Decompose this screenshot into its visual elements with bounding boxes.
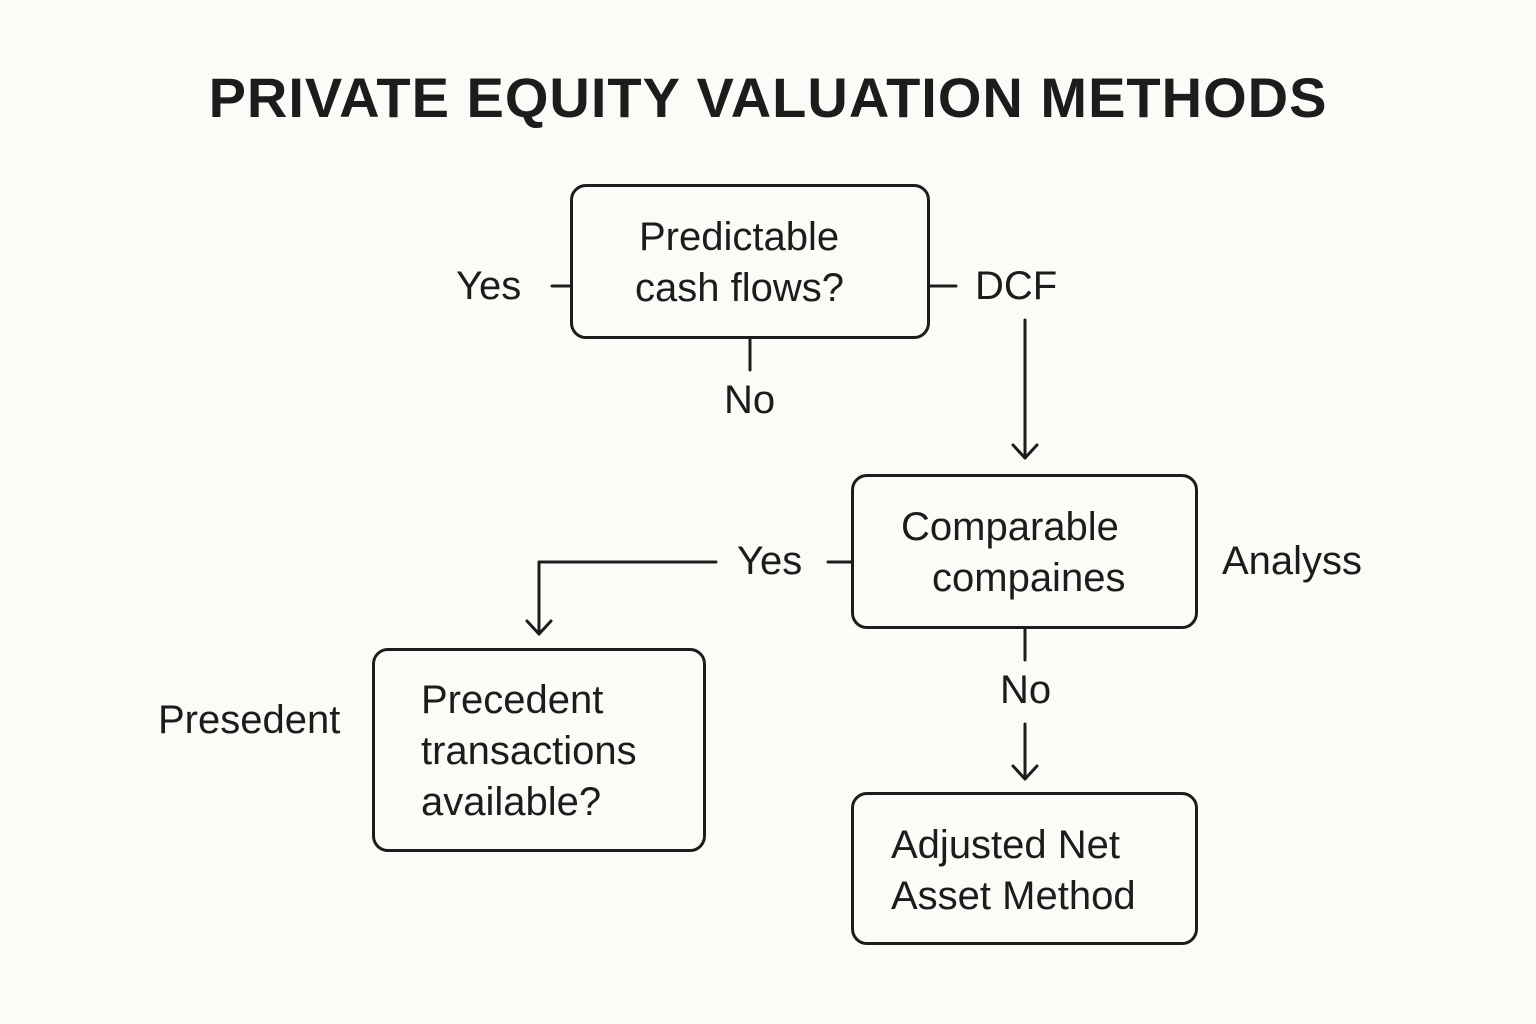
diagram-title: PRIVATE EQUITY VALUATION METHODS [208, 66, 1328, 129]
yes-to-precedent-arrowhead [525, 619, 553, 636]
node-comparable-companies: Comparable compaines [851, 474, 1198, 629]
node-predictable-cash-flows-line1: Predictable [639, 215, 840, 259]
dcf-to-comparable-arrowhead [1011, 443, 1039, 460]
label-presedent: Presedent [158, 698, 341, 742]
node-adjusted-net-asset-method: Adjusted Net Asset Method [851, 792, 1198, 945]
yes-to-precedent-line [537, 560, 718, 636]
label-yes-mid: Yes [737, 539, 803, 583]
label-yes-top: Yes [456, 264, 522, 308]
node-precedent-transactions-line3: available? [421, 780, 602, 824]
node-adjusted-net-asset-method-line1: Adjusted Net [891, 823, 1121, 867]
node-comparable-companies-line1: Comparable [901, 505, 1119, 549]
node-precedent-transactions-line2: transactions [421, 729, 637, 773]
no-to-adjusted-arrowhead [1011, 764, 1039, 781]
label-analysis: Analyss [1222, 539, 1363, 583]
label-no-top: No [724, 378, 776, 422]
node-adjusted-net-asset-method-line2: Asset Method [891, 874, 1136, 918]
node-comparable-companies-line2: compaines [932, 556, 1126, 600]
node-predictable-cash-flows-line2: cash flows? [635, 266, 844, 310]
node-precedent-transactions: Precedent transactions available? [372, 648, 706, 852]
label-no-mid: No [1000, 668, 1052, 712]
label-dcf: DCF [975, 264, 1058, 308]
node-predictable-cash-flows: Predictable cash flows? [570, 184, 930, 339]
node-precedent-transactions-line1: Precedent [421, 678, 604, 722]
